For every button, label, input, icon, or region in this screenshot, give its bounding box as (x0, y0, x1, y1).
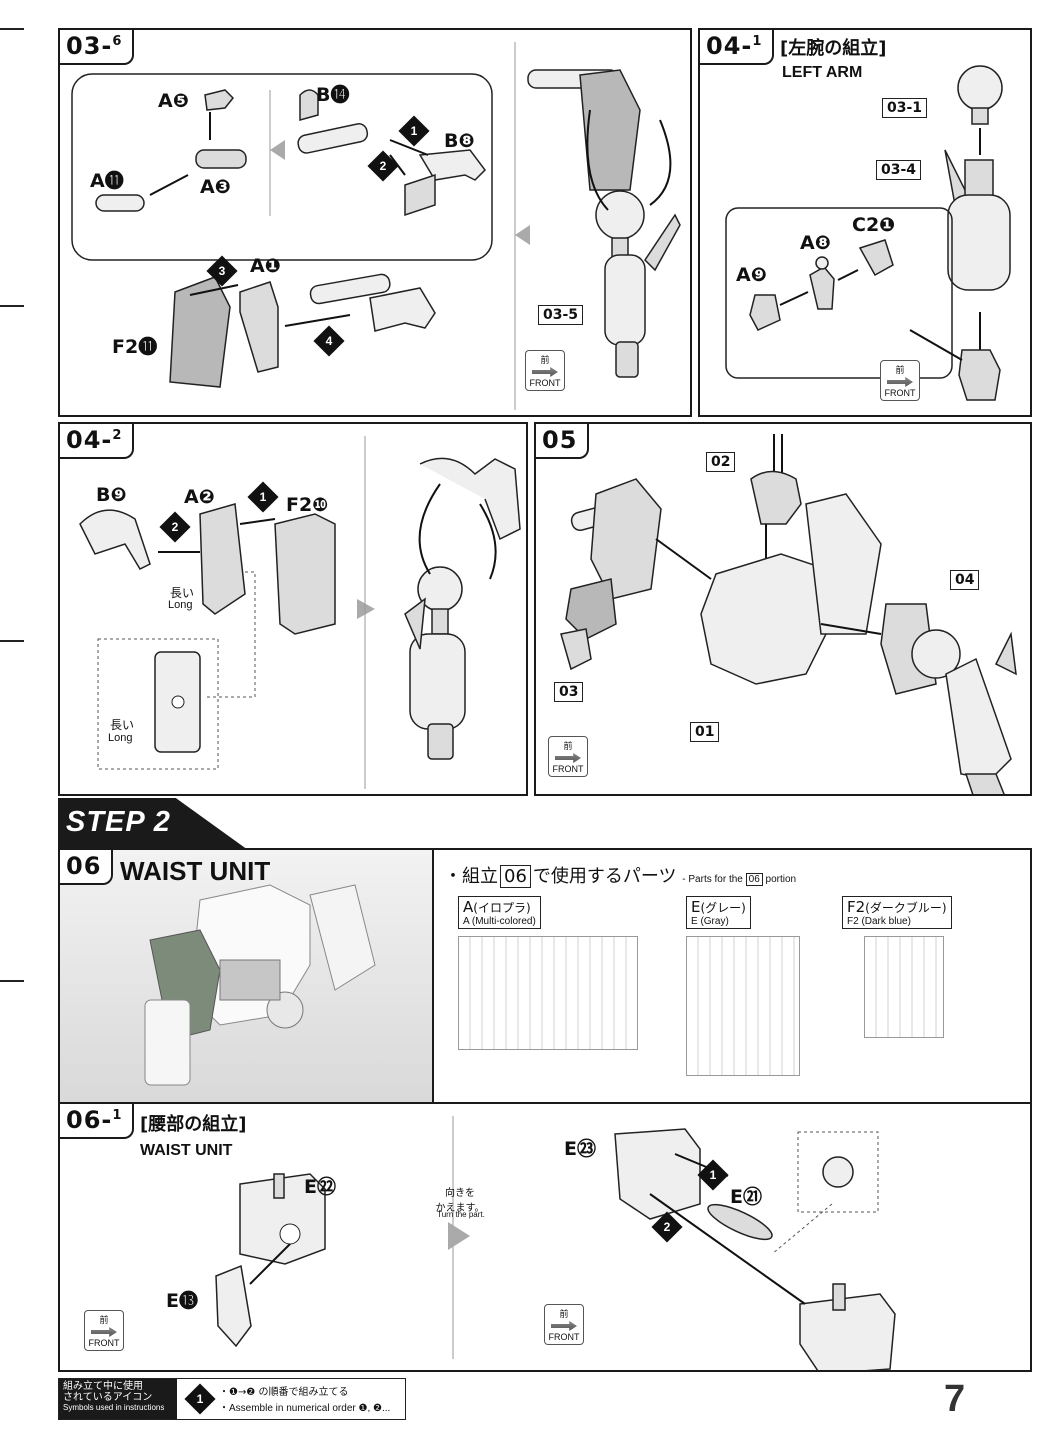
step-number: 05 (536, 424, 590, 459)
part-label: E⓭ (166, 1290, 198, 1312)
runner-f2-image (864, 936, 944, 1038)
step-number: 06 (60, 850, 114, 885)
step-banner: STEP 2 (58, 798, 248, 850)
part-label: E㉑ (730, 1186, 762, 1208)
step-number: 04-1 (700, 30, 775, 65)
runner-a: A(イロプラ) A (Multi-colored) (458, 896, 638, 1050)
reference-label: 03 (554, 682, 584, 702)
part-label: F2❿ (286, 494, 329, 516)
part-label: E㉓ (564, 1138, 596, 1160)
page-number: 7 (944, 1378, 966, 1420)
step-number: 06-1 (60, 1104, 135, 1139)
order-marker: 1 (398, 115, 430, 147)
step-title-jp: [腰部の組立] (140, 1114, 247, 1135)
runner-e-image (686, 936, 800, 1076)
long-label-jp: 長い (170, 586, 195, 600)
part-label: F2⓫ (112, 336, 158, 358)
step-title-jp: [左腕の組立] (780, 38, 887, 59)
part-label: A❾ (736, 264, 767, 286)
panel-divider (432, 850, 434, 1102)
reference-label: 04 (950, 570, 980, 590)
reference-label: 03-1 (882, 98, 928, 118)
part-label: B❽ (444, 130, 475, 152)
step-06-1-panel: 06-1 [腰部の組立] WAIST UNIT E㉒ E⓭ E㉓ E㉑ 1 2 … (58, 1102, 1032, 1372)
step-03-6-panel: 03-6 A❺ (58, 28, 692, 417)
reference-label: 03-5 (538, 305, 584, 325)
long-label-jp: 長い (110, 718, 135, 732)
order-marker: 2 (159, 511, 191, 543)
waist-photo (144, 884, 376, 1086)
reference-label: 01 (690, 722, 720, 742)
assembly-illustration (215, 1116, 896, 1370)
step-number: 03-6 (60, 30, 135, 65)
order-marker: 2 (367, 150, 399, 182)
step-title-en: LEFT ARM (782, 64, 863, 81)
turn-note-en: Turn the part. (437, 1210, 485, 1219)
part-label: A❺ (158, 90, 189, 112)
order-marker: 4 (313, 325, 345, 357)
reference-label: 03-4 (876, 160, 922, 180)
order-marker: 3 (206, 255, 238, 287)
part-label: A❶ (250, 255, 281, 277)
reference-label: 02 (706, 452, 736, 472)
assembly-illustration (560, 434, 1017, 794)
part-label: A⓫ (90, 170, 124, 192)
assembly-illustration (79, 436, 521, 789)
turn-note-jp: 向きを かえます。 (435, 1188, 485, 1214)
symbol-legend: 組み立て中に使用 されているアイコン Symbols used in instr… (58, 1378, 406, 1420)
part-label: E㉒ (304, 1176, 336, 1198)
photo-area (60, 850, 432, 1102)
step-title: WAIST UNIT (120, 856, 271, 886)
prev-page-edge (0, 0, 30, 1440)
part-label: B⓮ (316, 84, 350, 106)
long-label-en: Long (108, 732, 133, 744)
long-label-en: Long (168, 599, 193, 611)
assembly-illustration (71, 42, 681, 410)
step-04-1-panel: 04-1 [左腕の組立] LEFT ARM A❽ C2❶ A❾ 03-1 03-… (698, 28, 1032, 417)
order-marker: 2 (651, 1211, 683, 1243)
part-label: A❽ (800, 232, 831, 254)
runner-f2: F2(ダークブルー) F2 (Dark blue) (842, 896, 952, 1038)
step-title-en: WAIST UNIT (140, 1142, 233, 1159)
runner-e: E(グレー) E (Gray) (686, 896, 800, 1076)
runner-a-image (458, 936, 638, 1050)
order-marker: 1 (247, 481, 279, 513)
part-label: C2❶ (852, 214, 896, 236)
order-icon: 1 (184, 1383, 216, 1415)
part-label: A❸ (200, 176, 231, 198)
step-number: 04-2 (60, 424, 135, 459)
step-04-2-panel: 04-2 B❾ A❷ F2❿ 1 2 長い Long 長い Long (58, 422, 528, 796)
assembly-illustration (725, 65, 1011, 401)
order-marker: 1 (697, 1159, 729, 1191)
part-label: B❾ (96, 484, 127, 506)
part-label: A❷ (184, 486, 215, 508)
